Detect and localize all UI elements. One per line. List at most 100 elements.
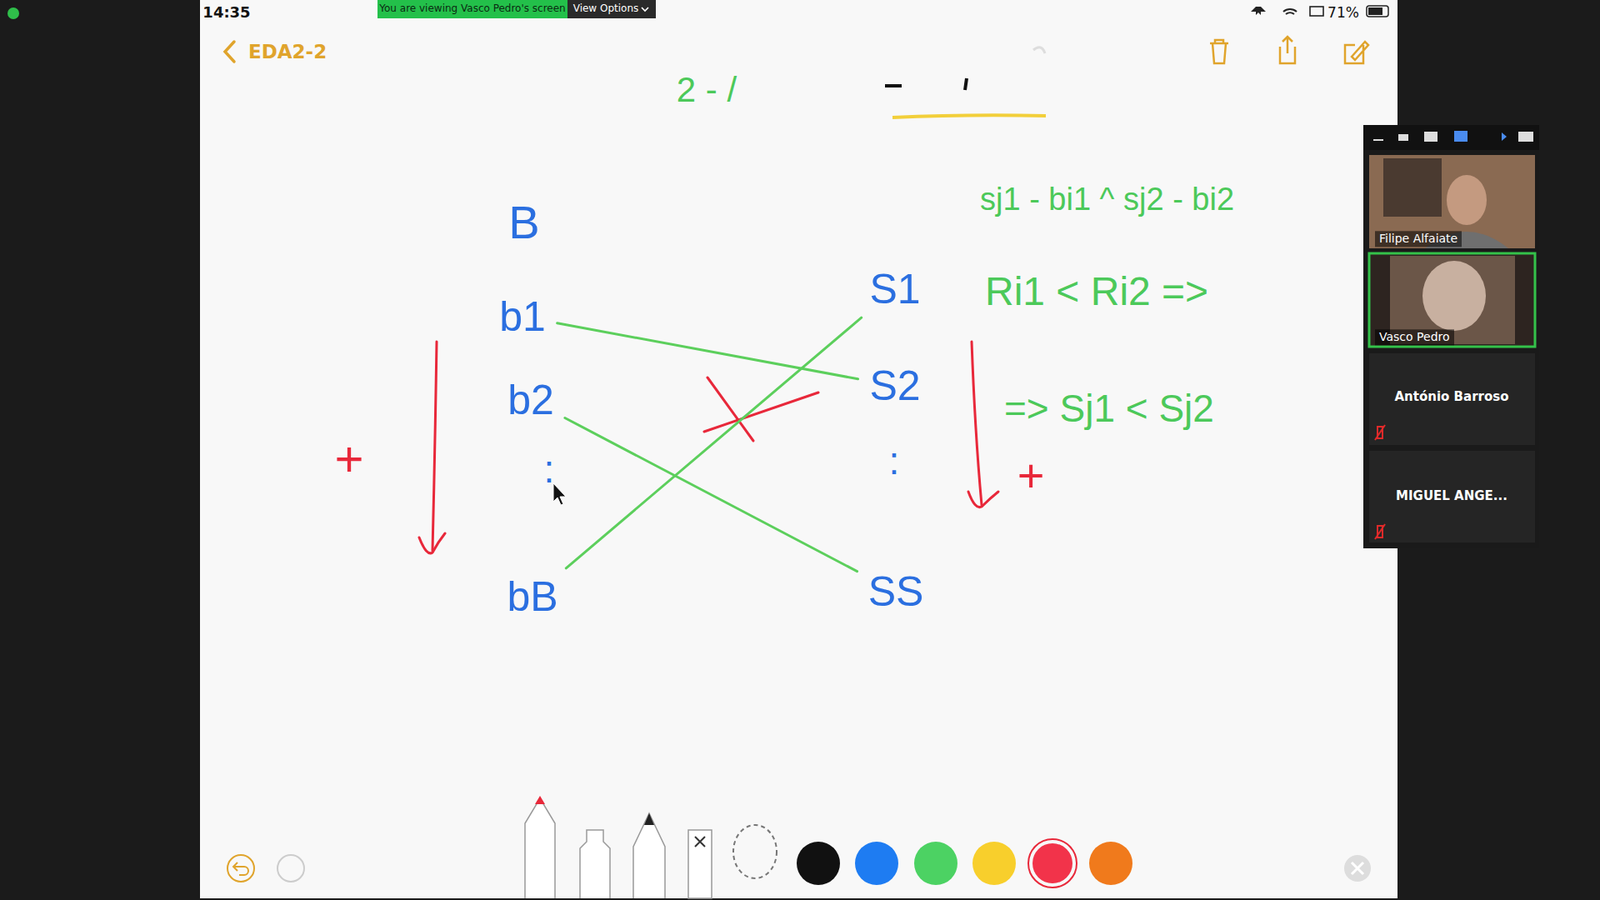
color-yellow	[972, 841, 1016, 885]
person-face	[1446, 175, 1487, 225]
view-options-button	[567, 0, 656, 19]
minimize-icon	[1373, 139, 1384, 141]
toolbar-icons	[1210, 36, 1369, 64]
green-link	[557, 323, 859, 380]
battery-level	[1368, 7, 1383, 15]
strip-icon	[1398, 134, 1409, 141]
undo-arrow	[233, 862, 249, 875]
handwritten-term: S2	[864, 361, 925, 410]
ui-text: António Barroso	[1395, 390, 1510, 405]
expand-icon	[1518, 131, 1534, 142]
bookshelf	[1383, 158, 1442, 217]
term-text: SS	[868, 570, 925, 613]
red-arrows	[419, 341, 999, 554]
ui-text: Vasco Pedro	[1375, 329, 1455, 345]
lasso-tool	[733, 825, 777, 879]
color-selected-ring	[1028, 839, 1077, 888]
ipad-screen	[200, 0, 1398, 899]
term-text: bB	[506, 575, 558, 618]
hand-blur	[1422, 260, 1486, 331]
panel-header	[1363, 125, 1540, 150]
chevron-icon	[641, 7, 649, 11]
handwritten-note: :	[889, 440, 900, 483]
ui-text: Filipe Alfaiate	[1375, 230, 1462, 247]
drawing-tools	[227, 795, 1371, 899]
video-tile-active	[1369, 253, 1535, 347]
redo-icon	[277, 855, 305, 882]
airplay-icon	[1310, 6, 1324, 16]
ui-text: View Options	[573, 3, 640, 15]
arrow-shaft	[432, 341, 437, 551]
handwritten-note: => Sj1 < Sj2	[1004, 387, 1215, 430]
handwritten-term: b2	[502, 375, 560, 425]
panel-background	[1363, 125, 1540, 549]
pencil-tool	[633, 813, 665, 899]
black-strokes	[885, 78, 967, 90]
marker-tool	[580, 830, 610, 899]
green-link	[565, 317, 861, 569]
trash-icon	[1210, 40, 1229, 64]
back-chevron	[225, 41, 235, 62]
handwritten-note: B	[508, 196, 540, 249]
handwritten-note: Ri1 < Ri2 =>	[985, 270, 1209, 315]
ui-text: You are viewing Vasco Pedro's screen	[379, 3, 565, 15]
ui-text: EDA2-2	[248, 41, 327, 63]
video-tile	[1369, 155, 1535, 249]
handwritten-term: b1	[494, 292, 551, 341]
term-text: S1	[869, 268, 920, 310]
wifi-icon	[1283, 9, 1297, 15]
speaker-icon	[1424, 131, 1438, 142]
arrow-head	[419, 533, 445, 554]
battery-icon	[1366, 5, 1389, 17]
share-banner	[377, 0, 568, 19]
pen-tool	[525, 798, 555, 899]
handwritten-term: S1	[864, 265, 925, 314]
handwritten-note: :	[544, 448, 555, 491]
term-text: S2	[869, 365, 920, 407]
arrow-head	[968, 491, 999, 508]
compose-icon	[1345, 41, 1369, 64]
color-custom	[1089, 841, 1133, 885]
undo-icon	[227, 855, 255, 882]
yellow-underline	[892, 115, 1046, 118]
gallery-icon	[1454, 130, 1468, 142]
participants-panel	[1363, 125, 1540, 549]
faded-strokes	[1033, 47, 1045, 54]
handwritten-note: +	[334, 431, 364, 487]
close-cross	[1351, 862, 1364, 875]
airplane-icon	[1250, 6, 1266, 15]
mute-icon	[1375, 524, 1385, 540]
close-icon	[1344, 855, 1371, 882]
ui-text: 14:35	[202, 4, 250, 21]
mouse-cursor	[553, 483, 566, 505]
mute-icon	[1375, 425, 1385, 440]
ui-text: 71%	[1327, 5, 1360, 21]
share-icon	[1280, 36, 1295, 64]
color-blue	[855, 841, 899, 885]
pencil-tip	[644, 813, 655, 825]
pen-tip	[535, 795, 545, 805]
eraser-mark	[695, 836, 705, 847]
shield-icon	[7, 7, 20, 20]
cross-mark	[704, 377, 819, 441]
term-text: b1	[499, 295, 546, 338]
color-black	[796, 841, 840, 885]
term-text: b2	[507, 379, 555, 421]
arrow-shaft	[971, 341, 982, 505]
handwritten-term: SS	[863, 567, 930, 616]
handwritten-term: bB	[501, 572, 563, 621]
green-link	[565, 417, 858, 571]
name-tile	[1369, 353, 1535, 445]
name-tile	[1369, 450, 1535, 543]
next-icon	[1501, 132, 1507, 141]
eraser-tool	[688, 830, 712, 899]
handwritten-note: sj1 - bi1 ^ sj2 - bi2	[980, 182, 1235, 218]
color-red	[1032, 843, 1073, 884]
ui-text: MIGUEL ANGE...	[1395, 489, 1508, 504]
color-green	[914, 841, 958, 885]
handwritten-note: +	[1017, 450, 1045, 502]
